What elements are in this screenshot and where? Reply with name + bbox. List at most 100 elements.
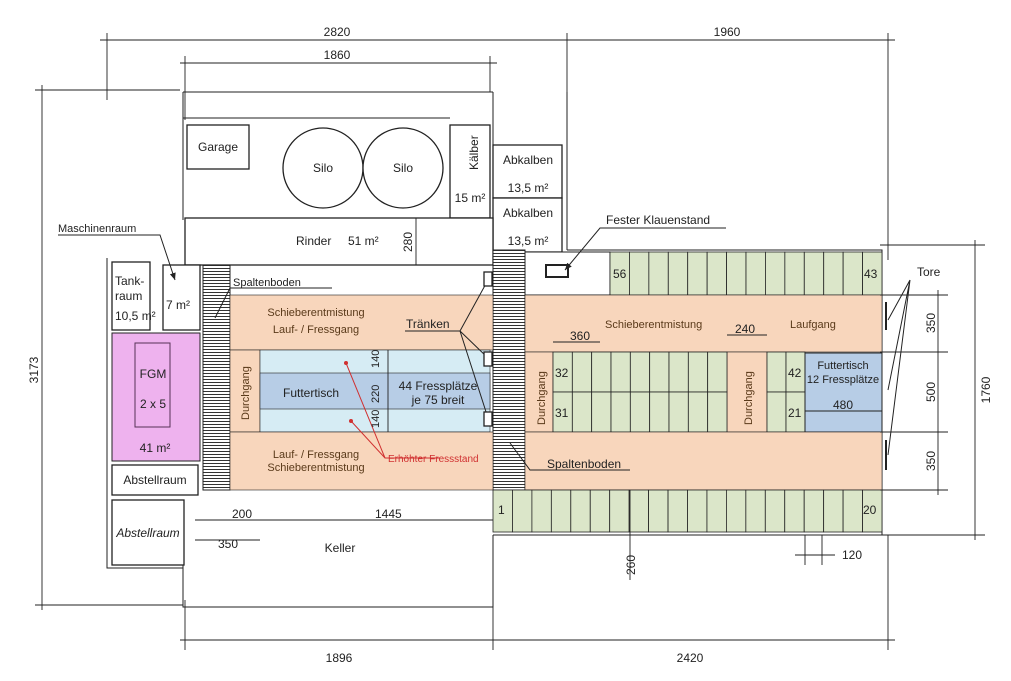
dim-500: 500 xyxy=(924,382,938,402)
rinder-label: Rinder xyxy=(296,234,331,248)
dim-350-c: 350 xyxy=(218,537,238,551)
cubicle xyxy=(629,351,651,393)
cubicle-number: 1 xyxy=(498,503,505,517)
cubicle xyxy=(862,489,883,533)
marker-dot-1 xyxy=(344,361,348,365)
dim-1960: 1960 xyxy=(714,25,741,39)
dim-140-top: 140 xyxy=(370,350,382,368)
cubicle xyxy=(628,489,650,533)
feed-table-right xyxy=(804,352,883,433)
klauenstand-leader xyxy=(564,227,726,271)
traenken-label: Tränken xyxy=(406,317,450,331)
cubicle xyxy=(706,251,727,296)
cubicle xyxy=(803,251,825,296)
futtertisch-label: Futtertisch xyxy=(283,386,339,400)
dim-200: 200 xyxy=(232,507,252,521)
spaltenboden-leader-2 xyxy=(509,442,630,471)
cubicle-number: 20 xyxy=(863,503,877,517)
passage-right-2 xyxy=(726,351,768,433)
cubicle xyxy=(803,489,825,533)
durchgang-label-2: Durchgang xyxy=(536,371,548,425)
cubicle xyxy=(842,489,863,533)
cubicle-number: 56 xyxy=(613,267,627,281)
cubicle xyxy=(764,489,786,533)
cubicle xyxy=(687,251,708,296)
maschinenraum xyxy=(162,264,201,331)
kaelber-area: 15 m² xyxy=(455,191,486,205)
abstellraum-2-label: Abstellraum xyxy=(115,526,179,540)
dim-260: 260 xyxy=(624,555,638,575)
cubicle xyxy=(591,351,612,393)
fgm-size: 2 x 5 xyxy=(140,397,166,411)
cubicle xyxy=(668,391,689,433)
silo-1-label: Silo xyxy=(313,161,333,175)
cubicle-number: 43 xyxy=(864,267,878,281)
abkalben-1-label: Abkalben xyxy=(503,153,553,167)
abkalben-1-area: 13,5 m² xyxy=(508,181,549,195)
slatted-floor-left xyxy=(202,264,231,491)
abkalben-2-label: Abkalben xyxy=(503,206,553,220)
cubicle xyxy=(823,251,844,296)
fgm-milking-parlor xyxy=(111,332,201,462)
fressplaetze-label: 44 Fressplätze xyxy=(399,379,478,393)
cubicle xyxy=(550,489,572,533)
cubicle xyxy=(609,489,630,533)
kaelber-label: Kälber xyxy=(467,135,481,170)
fressplaetze-12-label: 12 Fressplätze xyxy=(807,374,879,386)
passage-right-1 xyxy=(524,351,554,433)
schieber-label-2: Schieberentmistung xyxy=(267,462,364,474)
slatted-floor-center xyxy=(492,249,526,491)
durchgang-label-1: Durchgang xyxy=(240,366,252,420)
cubicle-number: 32 xyxy=(555,366,569,380)
drinker-1 xyxy=(483,271,493,287)
dim-350-b: 350 xyxy=(924,451,938,471)
cubicle xyxy=(707,391,728,433)
silo-2 xyxy=(362,127,444,209)
laufgang-label-1: Lauf- / Fressgang xyxy=(273,324,359,336)
abstellraum-2 xyxy=(111,499,185,566)
erhoeht-leader xyxy=(345,362,440,459)
dimension-lines xyxy=(35,33,985,650)
cubicle xyxy=(706,489,727,533)
fgm-pit xyxy=(134,342,171,428)
tore-leader xyxy=(887,279,911,456)
laufgang-label-2: Lauf- / Fressgang xyxy=(273,449,359,461)
fressplaetze-width: je 75 breit xyxy=(411,393,465,407)
walkway-right-top xyxy=(524,294,883,353)
abstellraum-1-label: Abstellraum xyxy=(123,473,186,487)
dim-2420: 2420 xyxy=(677,651,704,665)
dim-220: 220 xyxy=(370,385,382,403)
rinder-room xyxy=(184,217,494,266)
dim-240: 240 xyxy=(735,322,755,336)
abstellraum-1 xyxy=(111,464,199,496)
maschinenraum-area: 7 m² xyxy=(166,298,190,312)
cubicle xyxy=(667,251,689,296)
feed-table xyxy=(259,372,491,410)
dim-480: 480 xyxy=(833,398,853,412)
cubicle xyxy=(726,489,747,533)
cubicle xyxy=(610,391,631,433)
cubicle xyxy=(687,391,709,433)
schieber-label-1: Schieberentmistung xyxy=(267,307,364,319)
futtertisch-2-label: Futtertisch xyxy=(817,360,868,372)
spaltenboden-label-2: Spaltenboden xyxy=(547,457,621,471)
cubicle xyxy=(571,391,593,433)
tankraum xyxy=(111,261,151,331)
dim-1896: 1896 xyxy=(326,651,353,665)
cubicle xyxy=(629,251,650,296)
rinder-area: 51 m² xyxy=(348,234,379,248)
keller-label: Keller xyxy=(325,541,356,555)
durchgang-label-3: Durchgang xyxy=(743,371,755,425)
stall-row-bottom: 1 20 xyxy=(492,489,883,533)
cubicle xyxy=(589,489,611,533)
garage-label: Garage xyxy=(198,140,238,154)
dim-1760: 1760 xyxy=(979,376,993,403)
cubicle xyxy=(784,489,805,533)
cubicle xyxy=(512,489,533,533)
drinker-2 xyxy=(483,351,493,367)
spaltenboden-leader-1 xyxy=(214,287,332,319)
dim-140-bottom: 140 xyxy=(370,410,382,428)
tankraum-area: 10,5 m² xyxy=(115,309,156,323)
cubicle xyxy=(571,351,593,393)
cubicle xyxy=(687,489,708,533)
